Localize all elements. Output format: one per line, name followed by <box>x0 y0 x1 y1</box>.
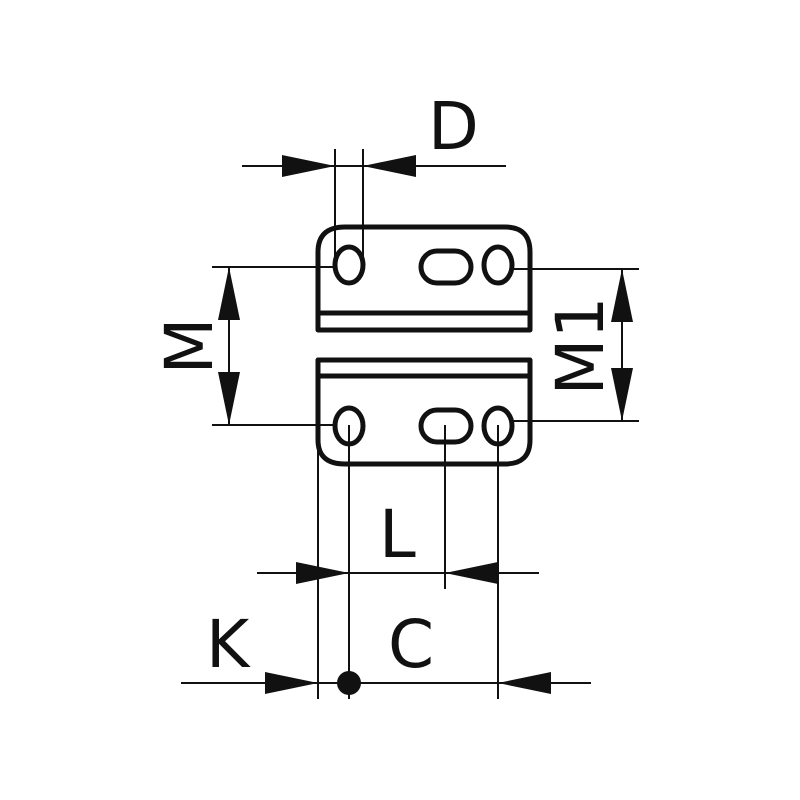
dimension-m-arrow-bottom <box>218 372 240 425</box>
dimension-l-arrow-left <box>296 562 349 584</box>
dimension-d-arrow-right <box>363 155 416 177</box>
upper-plate <box>315 224 533 333</box>
dimension-d-arrow-left <box>282 155 335 177</box>
dimension-reference-dot <box>337 671 361 695</box>
dimension-k-label: K <box>206 606 251 683</box>
dimension-c-arrow <box>498 672 551 694</box>
dimension-m1-arrow-top <box>611 269 633 322</box>
dimension-m1-label: M1 <box>542 297 619 396</box>
dimension-m1: M1 <box>511 268 639 422</box>
dimension-k-arrow <box>265 672 318 694</box>
upper-plate-round-hole <box>332 244 366 286</box>
dimension-m-label: M <box>151 318 228 375</box>
dimension-m1-arrow-bottom <box>611 368 633 421</box>
dimension-m-arrow-top <box>218 267 240 320</box>
dimension-d-label: D <box>428 88 479 165</box>
dimension-m: M <box>151 266 336 426</box>
dimension-l-arrow-right <box>445 562 498 584</box>
dimension-c-label: C <box>388 606 434 683</box>
dimension-d: D <box>242 88 506 266</box>
dimension-l-label: L <box>379 496 416 573</box>
dimension-k-c: K C <box>181 606 591 695</box>
dimension-l: L <box>257 496 539 584</box>
upper-plate-outline <box>315 224 533 333</box>
upper-plate-round-hole-right <box>481 244 515 286</box>
lower-plate-outline <box>315 357 533 467</box>
upper-plate-slot-hole <box>418 248 474 286</box>
